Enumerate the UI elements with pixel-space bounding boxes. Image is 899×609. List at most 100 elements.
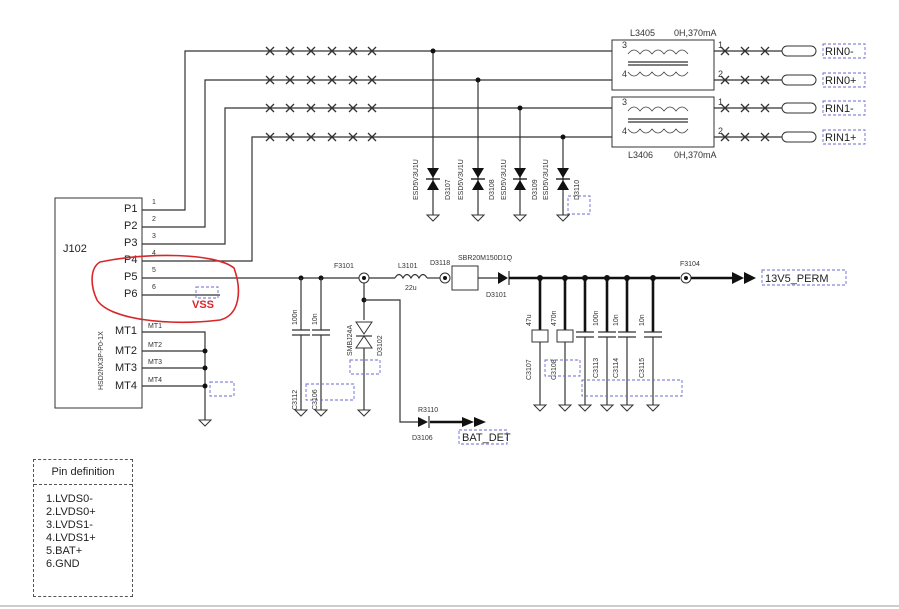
pin-num-2: 2 [152, 216, 156, 223]
no-connect-x [348, 132, 358, 142]
no-connect-x [306, 103, 316, 113]
ground-icon [645, 404, 661, 412]
no-connect-x [367, 103, 377, 113]
no-connect-x [327, 46, 337, 56]
no-connect-x [265, 132, 275, 142]
inductor-value: 22u [405, 285, 417, 292]
no-connect-x [348, 103, 358, 113]
pin-mt3: MT3 [115, 362, 137, 374]
cap-ref-3: C3107 [526, 359, 533, 380]
net-mt3: MT3 [148, 359, 162, 366]
tvs-diode-symbol [556, 168, 570, 190]
pin-num-3: 3 [152, 233, 156, 240]
no-connect-x [306, 132, 316, 142]
power-tvs-value: SMBJ24A [347, 325, 354, 356]
red-annotation-circle [91, 254, 240, 324]
ground-icon [197, 419, 213, 427]
det-diode-ref: D3106 [412, 435, 433, 442]
net-mt2: MT2 [148, 342, 162, 349]
no-connect-x [327, 75, 337, 85]
port-rin0-plus: RIN0+ [825, 75, 857, 87]
no-connect-x [367, 75, 377, 85]
power-tvs [349, 283, 508, 445]
ground-icon [313, 409, 329, 417]
cap-value-4: 470n [551, 310, 558, 326]
ground-icon [619, 404, 635, 412]
no-connect-x [367, 132, 377, 142]
pin-def-item: 4.LVDS1+ [46, 532, 96, 544]
tvs-ref-2: D3108 [489, 179, 496, 200]
schottky-part: SBR20M150D1Q [458, 255, 513, 262]
no-connect-x [285, 132, 295, 142]
pin-mt4: MT4 [115, 380, 137, 392]
cap-ref-4: C3108 [551, 359, 558, 380]
cap-ref-6: C3114 [613, 358, 620, 378]
schottky-ref: D3101 [486, 292, 507, 299]
pin-def-item: 3.LVDS1- [46, 519, 93, 531]
choke-ref-2: L3406 [628, 150, 653, 160]
ground-icon [356, 409, 372, 417]
no-connect-x [367, 46, 377, 56]
port-bat-det: BAT_DET [462, 432, 511, 444]
connector-part: HSD2NX3P-P0-1X [98, 331, 105, 390]
tvs-value-2: ESD5V3U1U [458, 159, 465, 200]
tvs-ref-4: D3110 [574, 180, 581, 200]
ground-network [142, 286, 235, 420]
choke-value-1: 0H,370mA [674, 28, 717, 38]
no-connect-x [327, 103, 337, 113]
ground-icon [599, 404, 615, 412]
tvs-diode-symbol [513, 168, 527, 190]
power-path [142, 265, 847, 291]
pin-p3: P3 [124, 237, 137, 249]
net-mt4: MT4 [148, 377, 162, 384]
pin-p1: P1 [124, 203, 137, 215]
diode-label: D3118 [430, 260, 450, 267]
no-connect-x [285, 46, 295, 56]
tvs-diode-network [426, 48, 591, 215]
no-connect-x [285, 103, 295, 113]
output-wires [714, 50, 782, 138]
net-mt1: MT1 [148, 323, 162, 330]
cap-value-6: 10n [613, 314, 620, 326]
choke-pin-a: 3 [622, 40, 627, 50]
choke-l3406 [611, 96, 715, 148]
ground-icon [532, 404, 548, 412]
vss-annotation: VSS [192, 299, 214, 311]
choke-pin-g: 1 [718, 97, 723, 107]
ground-symbols [197, 214, 661, 427]
no-connect-x [285, 75, 295, 85]
ground-icon [555, 214, 571, 222]
pin-definition-list: 1.LVDS0- 2.LVDS0+ 3.LVDS1- 4.LVDS1+ 5.BA… [46, 493, 96, 571]
pin-def-item: 1.LVDS0- [46, 493, 93, 505]
choke-value-2: 0H,370mA [674, 150, 717, 160]
no-connect-x [265, 75, 275, 85]
choke-pin-f: 4 [622, 126, 627, 136]
tvs-diode-symbol [426, 168, 440, 190]
pin-p5: P5 [124, 271, 137, 283]
cap-ref-1: C3112 [292, 390, 299, 410]
pin-mt2: MT2 [115, 345, 137, 357]
no-connect-x [306, 46, 316, 56]
ground-icon [557, 404, 573, 412]
ground-icon [293, 409, 309, 417]
port-13v5-perm: 13V5_PERM [765, 273, 829, 285]
tvs-diode-symbol [471, 168, 485, 190]
cap-value-1: 100n [292, 309, 299, 325]
pin-num-6: 6 [152, 284, 156, 291]
ground-icon [470, 214, 486, 222]
port-symbols [781, 43, 866, 145]
cap-value-3: 47u [526, 314, 533, 326]
output-caps [531, 278, 683, 405]
choke-pin-e: 3 [622, 97, 627, 107]
fuse-ref: F3101 [334, 263, 354, 270]
cap-ref-2: C3106 [312, 389, 319, 410]
pin-p6: P6 [124, 288, 137, 300]
inductor-ref: L3101 [398, 263, 418, 270]
cap-ref-7: C3115 [639, 358, 646, 378]
pin-num-5: 5 [152, 267, 156, 274]
pin-p4: P4 [124, 254, 137, 266]
choke-pin-h: 2 [718, 126, 723, 136]
no-connect-x [265, 103, 275, 113]
no-connect-x [348, 75, 358, 85]
